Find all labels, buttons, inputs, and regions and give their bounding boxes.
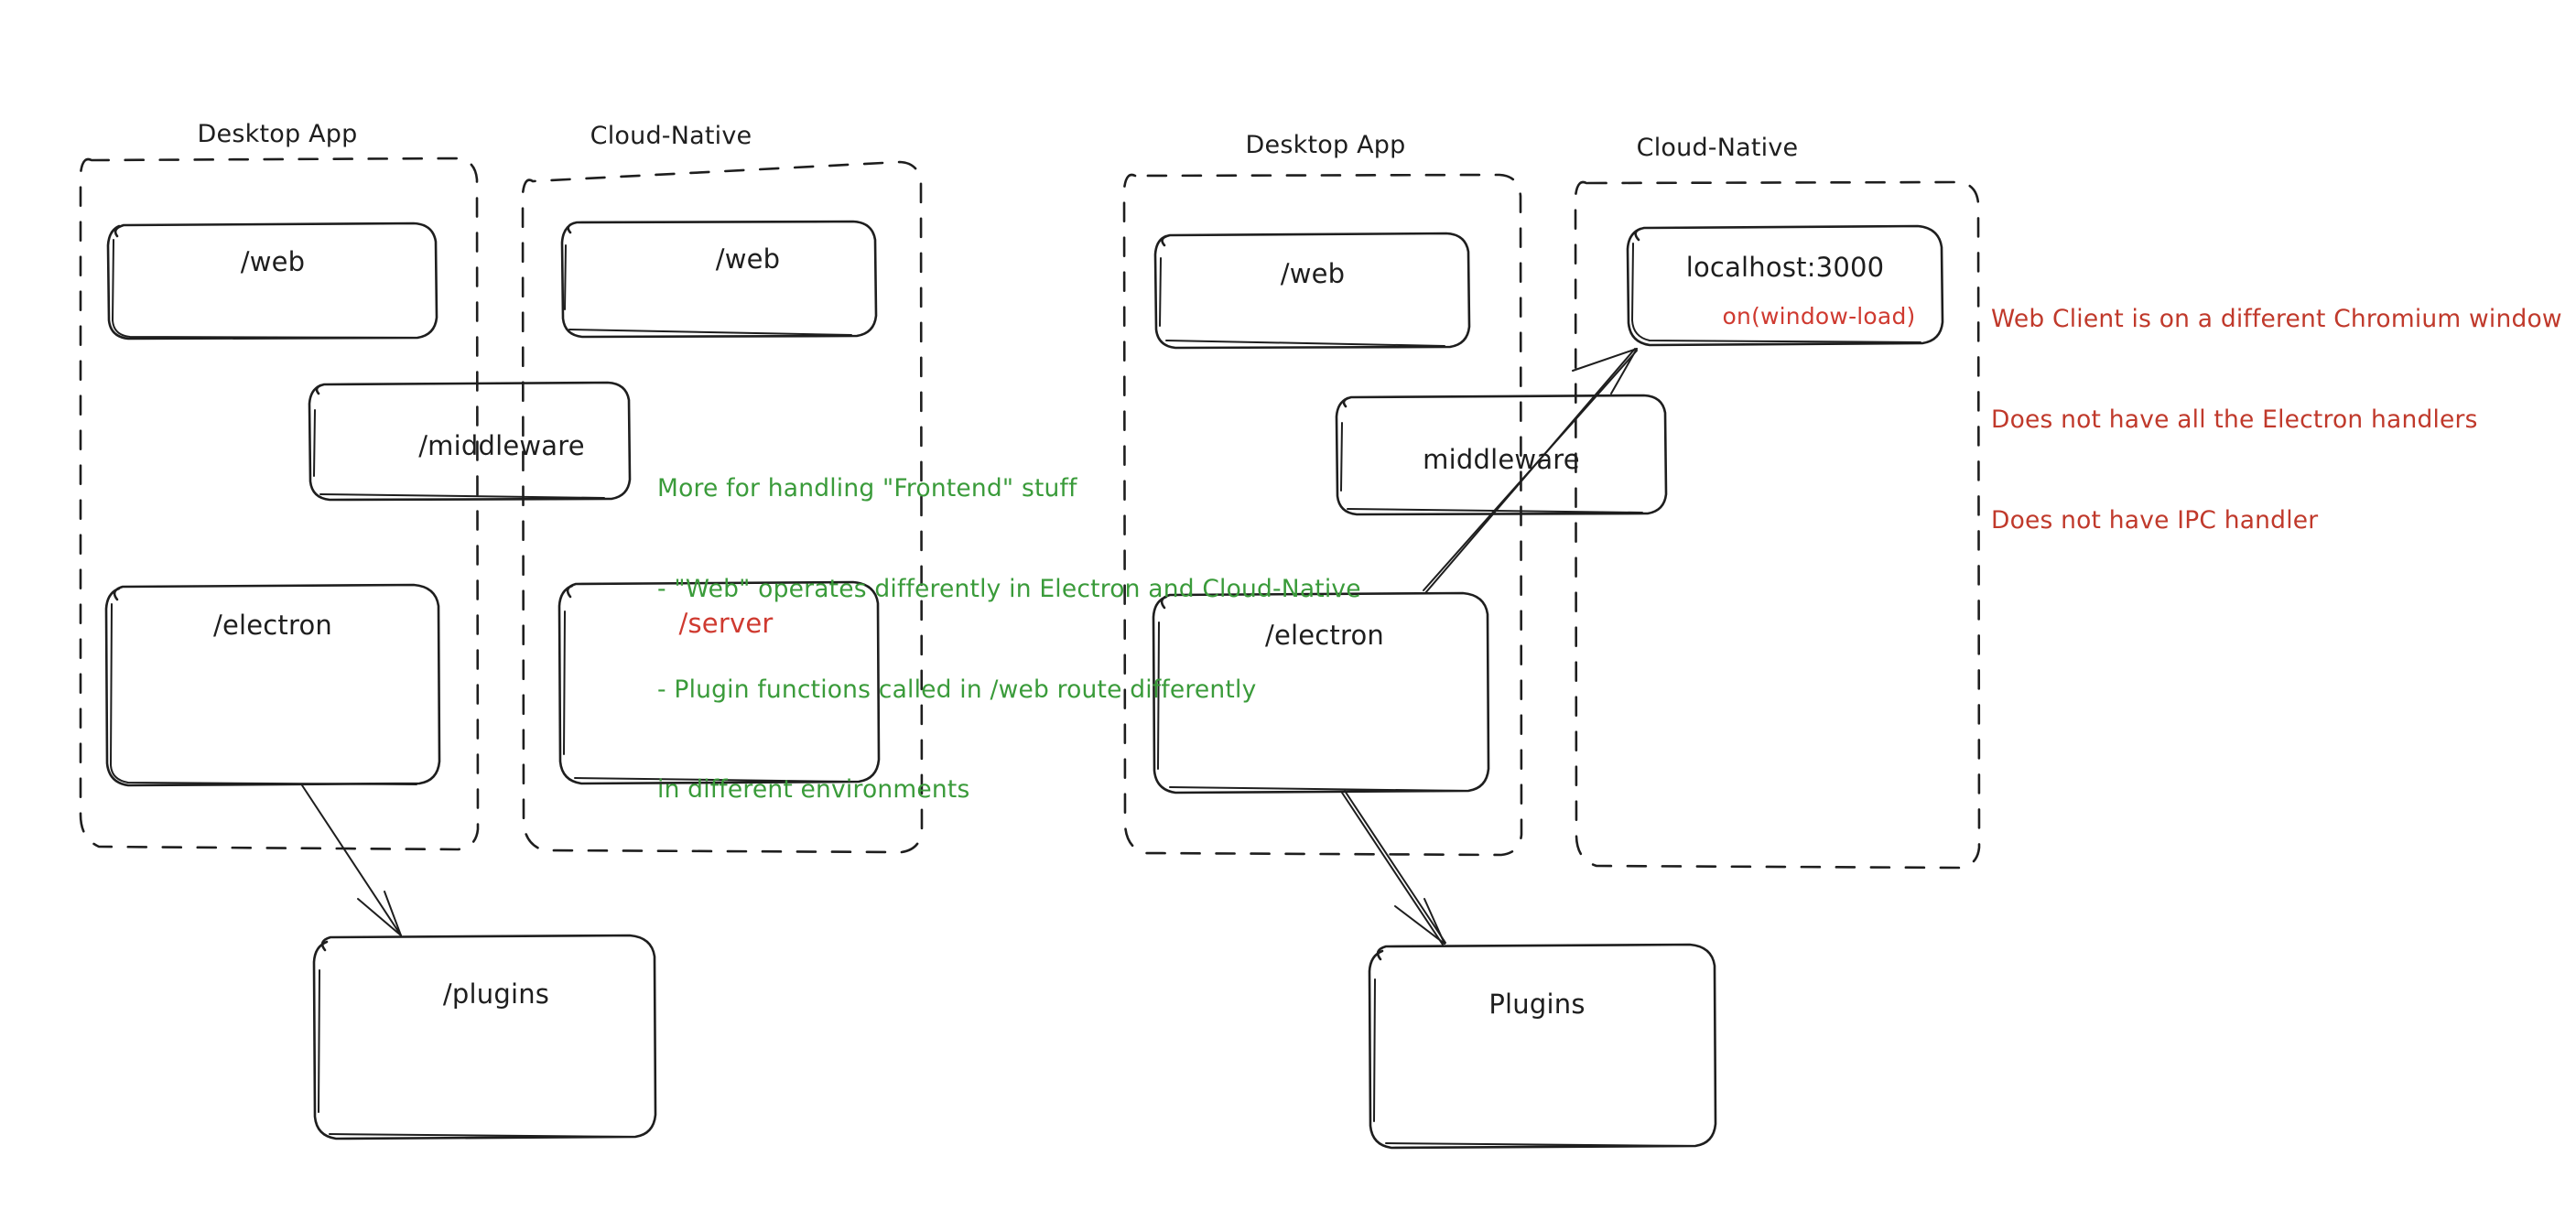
right-desktop-electron-box[interactable] bbox=[1152, 591, 1490, 794]
left-desktop-group-frame bbox=[79, 157, 480, 851]
green-note-line-1: More for handling "Frontend" stuff bbox=[657, 474, 1077, 503]
left-cloud-group-title: Cloud-Native bbox=[590, 122, 752, 150]
right-desktop-group-frame bbox=[1122, 173, 1523, 857]
left-cloud-web-box[interactable] bbox=[560, 220, 878, 339]
right-desktop-electron-label: /electron bbox=[1264, 620, 1385, 651]
left-cloud-group-frame bbox=[521, 160, 924, 854]
left-cloud-server-label: /server bbox=[678, 608, 774, 639]
green-note-line-4: in different environments bbox=[657, 775, 970, 805]
green-note-line-3: - Plugin functions called in /web route … bbox=[657, 675, 1257, 704]
left-cloud-server-box[interactable] bbox=[557, 580, 881, 785]
frontend-green-note: More for handling "Frontend" stuff - "We… bbox=[657, 405, 1361, 874]
green-note-line-2: - "Web" operates differently in Electron… bbox=[657, 574, 1361, 603]
right-plugins-box[interactable] bbox=[1368, 943, 1717, 1150]
left-desktop-group-title: Desktop App bbox=[197, 120, 358, 148]
right-localhost-label: localhost:3000 bbox=[1685, 252, 1885, 283]
left-desktop-electron-box[interactable] bbox=[104, 583, 441, 787]
red-note-line-3: Does not have IPC handler bbox=[1991, 505, 2319, 535]
right-localhost-sublabel: on(window-load) bbox=[1722, 303, 1916, 330]
right-desktop-web-box[interactable] bbox=[1153, 232, 1471, 350]
left-cloud-web-label: /web bbox=[715, 243, 781, 275]
right-cloud-group-title: Cloud-Native bbox=[1636, 134, 1799, 162]
right-middleware-label: middleware bbox=[1423, 444, 1580, 475]
right-plugins-label: Plugins bbox=[1488, 989, 1586, 1020]
left-middleware-box[interactable] bbox=[308, 381, 632, 502]
left-desktop-web-label: /web bbox=[240, 246, 306, 277]
left-plugins-label: /plugins bbox=[442, 978, 550, 1010]
left-desktop-electron-label: /electron bbox=[212, 610, 333, 641]
right-electron-to-plugins-arrow bbox=[1341, 790, 1446, 946]
right-desktop-web-label: /web bbox=[1280, 258, 1346, 289]
right-electron-to-localhost-arrow bbox=[1423, 348, 1638, 594]
left-desktop-web-box[interactable] bbox=[106, 222, 438, 340]
right-desktop-group-title: Desktop App bbox=[1245, 131, 1406, 159]
red-note-line-1: Web Client is on a different Chromium wi… bbox=[1991, 305, 2562, 334]
left-plugins-box[interactable] bbox=[312, 934, 657, 1140]
left-electron-to-plugins-arrow bbox=[301, 784, 402, 936]
right-cloud-group-frame bbox=[1574, 180, 1981, 870]
web-client-red-note: Web Client is on a different Chromium wi… bbox=[1991, 236, 2562, 604]
red-note-line-2: Does not have all the Electron handlers bbox=[1991, 405, 2478, 434]
right-localhost-box[interactable] bbox=[1626, 224, 1944, 347]
left-middleware-label: /middleware bbox=[418, 430, 585, 461]
